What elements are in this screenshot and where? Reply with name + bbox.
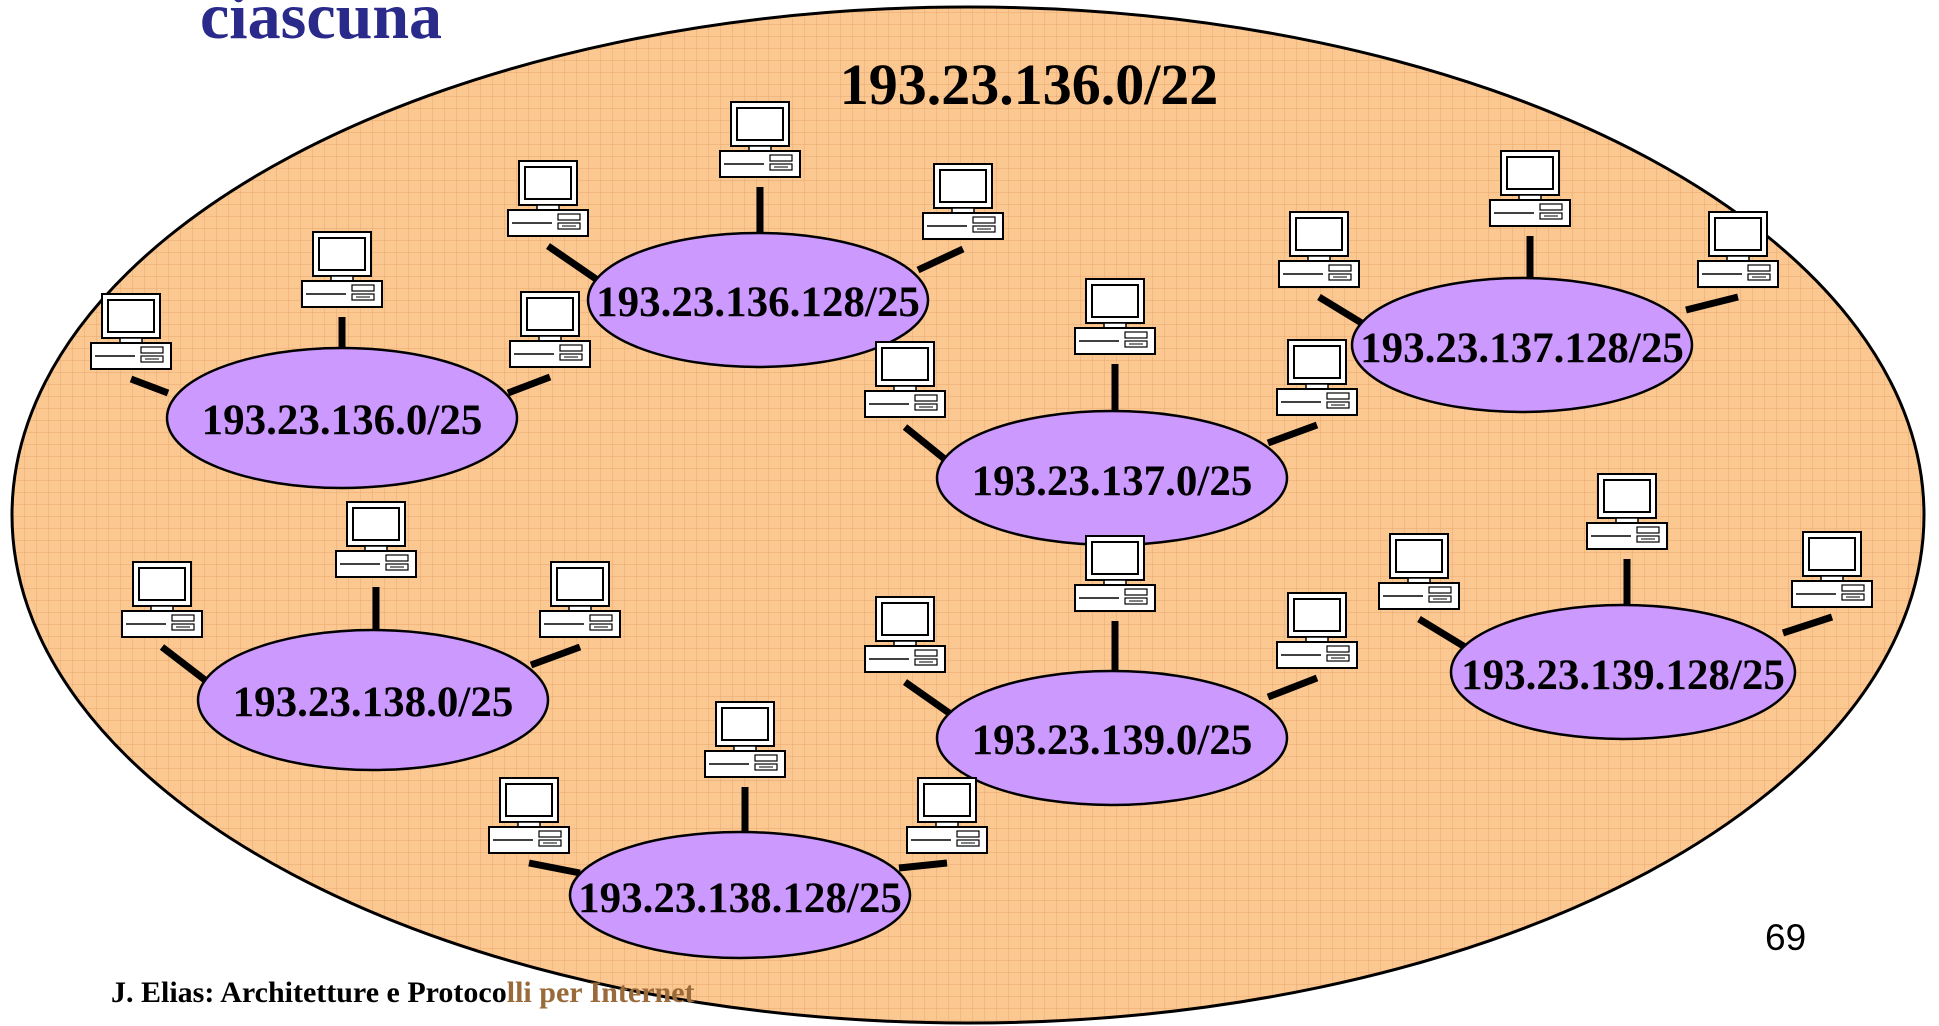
host-link	[528, 859, 581, 877]
desktop-computer-icon	[488, 777, 570, 854]
desktop-computer-icon	[922, 163, 1004, 240]
desktop-computer-icon	[335, 501, 417, 578]
desktop-computer-icon	[1074, 278, 1156, 355]
host-link	[529, 643, 582, 669]
subnet-label: 193.23.139.0/25	[972, 717, 1253, 764]
subnet-label: 193.23.137.128/25	[1360, 325, 1684, 372]
desktop-computer-icon	[301, 231, 383, 308]
subnet-label: 193.23.139.128/25	[1461, 652, 1785, 699]
desktop-computer-icon	[1276, 592, 1358, 669]
host-link	[1266, 421, 1319, 447]
subnet-ellipse	[165, 346, 519, 490]
desktop-computer-icon	[719, 101, 801, 178]
host-link	[159, 644, 208, 683]
host-link	[546, 243, 598, 282]
subnet-ellipse	[196, 628, 550, 772]
desktop-computer-icon	[704, 701, 786, 778]
desktop-computer-icon	[1489, 150, 1571, 227]
desktop-computer-icon	[864, 596, 946, 673]
host-link	[1685, 293, 1739, 314]
desktop-computer-icon	[1586, 473, 1668, 550]
subnet-label: 193.23.138.128/25	[578, 875, 902, 922]
subnet-ellipse	[1449, 603, 1797, 741]
subnet-label: 193.23.138.0/25	[233, 679, 514, 726]
subnet-label: 193.23.137.0/25	[972, 458, 1253, 505]
host-link	[916, 245, 965, 274]
desktop-computer-icon	[1378, 533, 1460, 610]
host-link	[1781, 613, 1834, 637]
host-link	[506, 373, 552, 397]
supernet-label: 193.23.136.0/22	[840, 52, 1219, 117]
desktop-computer-icon	[1276, 339, 1358, 416]
footer-author-course: J. Elias: Architetture e Protoco	[111, 976, 507, 1009]
subnet-label: 193.23.136.0/25	[202, 397, 483, 444]
host-link	[1417, 616, 1467, 650]
subnet-ellipse	[1350, 276, 1694, 414]
desktop-computer-icon	[1697, 211, 1779, 288]
subnet-ellipse	[935, 669, 1289, 807]
desktop-computer-icon	[507, 160, 589, 237]
page-number: 69	[1765, 917, 1807, 958]
host-link	[129, 375, 170, 397]
desktop-computer-icon	[864, 341, 946, 418]
desktop-computer-icon	[1791, 531, 1873, 608]
desktop-computer-icon	[90, 293, 172, 370]
supernet-outline	[10, 5, 1926, 1025]
subnets: 193.23.136.0/25 193.23.136.128/25 193.23.1…	[165, 231, 1797, 960]
subnet-label: 193.23.136.128/25	[596, 279, 920, 326]
footer-highlight: lli per Internet	[506, 976, 695, 1009]
desktop-computer-icon	[906, 777, 988, 854]
host-link	[1266, 674, 1319, 701]
subnet-ellipse	[586, 231, 930, 369]
desktop-computer-icon	[509, 291, 591, 368]
desktop-computer-icon	[1074, 535, 1156, 612]
host-link	[902, 679, 955, 718]
desktop-computer-icon	[1278, 211, 1360, 288]
slide-title: ciascuna	[200, 0, 443, 53]
desktop-computer-icon	[539, 561, 621, 638]
footer-text: J. Elias: Architetture e Protocolli per …	[111, 976, 695, 1010]
subnet-ellipse	[568, 830, 912, 960]
desktop-computer-icon	[121, 561, 203, 638]
host-link	[898, 859, 948, 872]
